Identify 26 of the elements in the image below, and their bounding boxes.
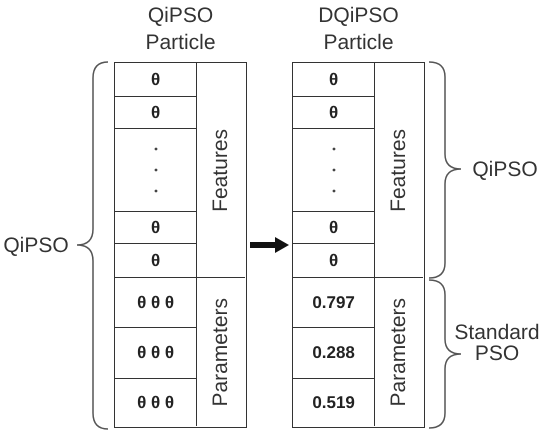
table-cell: θ θ θ [115,379,198,426]
table-cell: θ [115,212,198,244]
table-cell: θ [293,97,376,130]
table-cell: θ θ θ [115,278,198,328]
table-cell [293,129,376,212]
table-cell: 0.288 [293,328,376,380]
brace-label: QiPSO [471,158,539,180]
column-heading: QiPSO Particle [144,3,217,56]
section-label-cell: Parameters [197,278,245,426]
table-cell: θ [293,212,376,244]
table-cell: θ [115,244,198,278]
brace-label: QiPSO [2,234,70,256]
column-heading: DQiPSO Particle [317,3,400,56]
table-cell: θ [115,63,198,98]
table-cell: 0.797 [293,278,376,328]
table-cell: θ θ θ [115,328,198,380]
arrow [250,237,289,253]
table-cell [115,129,198,212]
table-cell: 0.519 [293,379,376,426]
section-label-cell: Parameters [375,278,423,426]
section-label-cell: Features [197,63,245,278]
section-label-cell: Features [375,63,423,278]
table-cell: θ [293,63,376,98]
table-cell: θ [115,97,198,130]
table-cell: θ [293,244,376,278]
brace-label: Standard PSO [453,322,541,364]
